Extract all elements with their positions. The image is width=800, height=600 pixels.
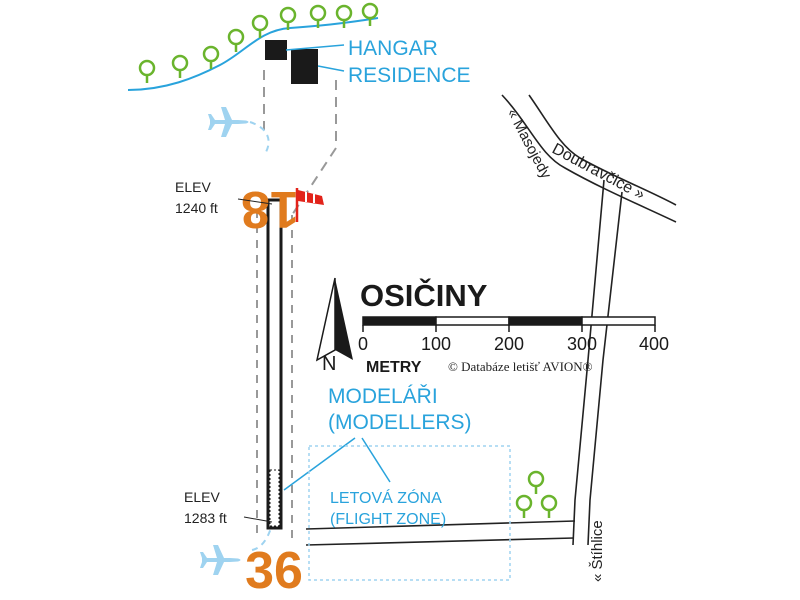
flight-zone-label-line1: LETOVÁ ZÓNA [330, 488, 442, 507]
scale-tick-100: 100 [421, 334, 451, 354]
flight-zone-area [308, 445, 511, 581]
road-label-masojedy: « Masojedy [503, 106, 554, 182]
elev-north-label: ELEV [175, 179, 211, 195]
runway [266, 198, 283, 530]
elev-south-label: ELEV [184, 489, 220, 505]
elev-south-leader [243, 516, 273, 523]
scale-tick-0: 0 [358, 334, 368, 354]
tree-icon [171, 54, 189, 80]
road-stihlice-inner [587, 191, 623, 546]
scale-tick-200: 200 [494, 334, 524, 354]
runway-designator-south: 36 [245, 542, 303, 600]
road-south-edge-top [305, 520, 576, 530]
tree-icon [361, 2, 379, 28]
road-masojedy [501, 94, 677, 223]
flight-zone-leader-line [361, 437, 391, 483]
hangar-label: HANGAR [348, 37, 438, 60]
modelers-label-line2: (MODELLERS) [328, 411, 472, 434]
road-label-doubravcice: Doubravčice » [549, 141, 647, 204]
scale-tick-400: 400 [639, 334, 669, 354]
tree-icon [227, 28, 245, 54]
forest-edge-line [127, 17, 379, 91]
elev-north-value: 1240 ft [175, 200, 218, 216]
modelers-leader-line [283, 437, 356, 491]
tree-icon [279, 6, 297, 32]
airfield-title: OSIČINY [360, 277, 488, 313]
scale-tick-300: 300 [567, 334, 597, 354]
scale-unit-label: METRY [366, 359, 422, 376]
hangar-leader-line [285, 44, 345, 51]
elev-north-leader [237, 198, 273, 205]
airplane-icon [200, 545, 241, 575]
residence-leader-line [317, 65, 345, 72]
hangar-building-icon [265, 40, 287, 60]
tree-icon [515, 494, 533, 520]
north-label: N [322, 353, 336, 375]
residence-building-icon [291, 49, 318, 84]
approach-path-south [251, 524, 273, 551]
flight-zone-label-line2: (FLIGHT ZONE) [330, 511, 446, 528]
north-arrow-icon [315, 277, 353, 362]
tree-icon [202, 45, 220, 71]
tree-icon [138, 59, 156, 85]
approach-path-north [249, 121, 270, 153]
tree-group-southeast [515, 470, 558, 520]
road-stihlice [572, 179, 605, 546]
road-masojedy-inner [528, 94, 677, 206]
road-south-edge-bottom [305, 537, 575, 546]
elev-south-value: 1283 ft [184, 510, 227, 526]
scale-bar [362, 316, 656, 332]
windsock-icon [295, 188, 324, 222]
runway-threshold-zone [269, 469, 280, 527]
taxiway-dashed-diagonal [291, 147, 337, 216]
tree-icon [540, 494, 558, 520]
modelers-label-line1: MODELÁŘI [328, 385, 438, 408]
tree-icon [527, 470, 545, 496]
airplane-icon [208, 107, 249, 137]
copyright-text: © Databáze letišť AVION® [448, 359, 593, 374]
tree-icon [335, 4, 353, 30]
road-label-stihlice: « Štíhlice [589, 520, 606, 582]
residence-label: RESIDENCE [348, 64, 471, 87]
runway-designator-north: 18 [241, 180, 299, 238]
